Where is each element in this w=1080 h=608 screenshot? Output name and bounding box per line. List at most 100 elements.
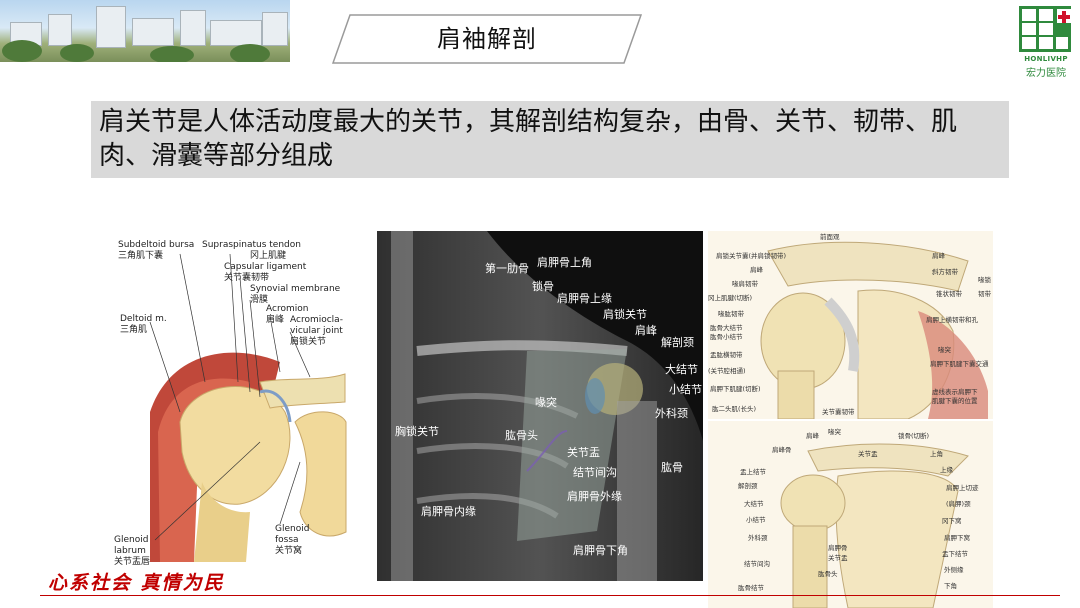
rb-label-scapula: 肩胛骨: [828, 544, 848, 552]
label-glenoid-fossa-en1: Glenoid: [275, 524, 310, 534]
figure-scapula-humerus: 喙突 肩峰 锁骨(切断) 肩峰骨 上角 关节盂 上缘 盂上结节 肩胛上切迹 解剖…: [708, 421, 993, 608]
rt-label-coracoacromial: 喙肩韧带: [732, 280, 758, 288]
rb-label-intertubercular: 结节间沟: [744, 560, 770, 568]
intro-box: 肩关节是人体活动度最大的关节，其解剖结构复杂，由骨、关节、韧带、肌肉、滑囊等部分…: [91, 101, 1009, 178]
cross-icon: [1057, 9, 1071, 23]
xray-label-glenoid: 关节盂: [567, 446, 600, 459]
xray-label-superior-border: 肩胛骨上缘: [557, 292, 612, 305]
xray-label-1st-rib: 第一肋骨: [485, 262, 529, 275]
xray-label-medial-border: 肩胛骨内缘: [421, 505, 476, 518]
label-glenoid-labrum-en1: Glenoid: [114, 535, 149, 545]
rb-label-inferior-angle: 下角: [944, 582, 957, 590]
rb-label-suprascapular-notch: 肩胛上切迹: [946, 484, 979, 492]
rt-label-ac-capsule: 肩锁关节囊(并肩锁韧带): [716, 252, 787, 260]
xray-label-superior-angle: 肩胛骨上角: [537, 256, 592, 269]
rt-label-transverse-humeral: 盂肱横韧带: [710, 351, 743, 359]
hospital-logo: HONLIVHP 宏力医院: [1019, 6, 1073, 79]
rb-label-clavicle-cut: 锁骨(切断): [898, 432, 930, 440]
logo-english: HONLIVHP: [1024, 55, 1068, 63]
intro-text: 肩关节是人体活动度最大的关节，其解剖结构复杂，由骨、关节、韧带、肌肉、滑囊等部分…: [99, 107, 958, 171]
label-capsular-ligament-cn: 关节囊韧带: [224, 273, 270, 283]
footer-divider: [40, 595, 1060, 596]
label-supraspinatus-cn: 冈上肌腱: [250, 251, 287, 261]
rt-label-coracoclavicular-2: 韧带: [978, 290, 991, 298]
label-acromioclavicular-en1: Acromiocla-: [290, 315, 343, 325]
rb-label-surgical-neck: 外科颈: [748, 534, 768, 542]
rt-label-coracohumeral: 喙肱韧带: [718, 310, 744, 318]
label-deltoid-en: Deltoid m.: [120, 314, 167, 324]
xray-label-coracoid: 喙突: [535, 396, 557, 409]
footer-slogan: 心系社会 真情为民: [48, 572, 225, 594]
rt-label-acromion-right: 肩峰: [932, 252, 945, 260]
label-deltoid-cn: 三角肌: [120, 325, 148, 335]
xray-label-sc-joint: 胸锁关节: [395, 425, 439, 438]
xray-label-anatomical-neck: 解剖颈: [661, 336, 694, 349]
figure-joint-section: Subdeltoid bursa 三角肌下囊 Supraspinatus ten…: [110, 232, 348, 590]
rb-label-acromion-bone: 肩峰骨: [772, 446, 792, 454]
xray-label-greater-tubercle: 大结节: [665, 363, 698, 376]
xray-label-acromion: 肩峰: [635, 324, 657, 337]
rt-label-trapezoid: 斜方韧带: [932, 268, 958, 276]
rt-label-subscapular-bursa: 肩胛下肌腱下囊交通: [930, 360, 989, 368]
label-acromion-cn: 肩峰: [266, 315, 285, 325]
rt-label-subscapularis-cut: 肩胛下肌腱(切断): [710, 385, 761, 393]
label-glenoid-labrum-en2: labrum: [114, 546, 146, 556]
rt-label-biceps-long: 肱二头肌(长头): [712, 405, 757, 413]
rb-label-superior-angle: 上角: [930, 450, 943, 458]
label-supraspinatus-en: Supraspinatus tendon: [202, 240, 301, 250]
rt-label-joint-cavity: (关节腔相通): [708, 367, 746, 375]
xray-label-surgical-neck: 外科颈: [655, 407, 688, 420]
xray-label-inferior-angle: 肩胛骨下角: [573, 544, 628, 557]
rb-label-humeral-tubercle: 肱骨结节: [738, 584, 764, 592]
figure-anterior-ligaments: 前面观 肩锁关节囊(并肩锁韧带) 肩峰 喙肩韧带 冈上肌腱(切断) 喙肱韧带 肱…: [708, 231, 993, 419]
xray-label-lesser-tubercle: 小结节: [669, 383, 702, 396]
rt-label-anterior-view: 前面观: [820, 233, 840, 241]
rt-label-conoid: 锥状韧带: [936, 290, 962, 298]
rt-label-dashed-note-1: 虚线表示肩胛下: [932, 388, 978, 396]
rb-label-acromion: 肩峰: [806, 432, 819, 440]
logo-chinese: 宏力医院: [1026, 68, 1066, 79]
rb-label-humeral-head: 肱骨头: [818, 570, 838, 578]
rb-label-infraspinous: 冈下窝: [942, 517, 962, 525]
rb-label-scapular-neck: (肩胛)颈: [946, 500, 971, 508]
xray-label-humerus: 肱骨: [661, 461, 683, 474]
rb-label-anatomical-neck: 解剖颈: [738, 482, 758, 490]
label-synovial-en: Synovial membrane: [250, 284, 341, 294]
xray-label-lateral-border: 肩胛骨外缘: [567, 490, 622, 503]
rt-label-dashed-note-2: 肌腱下囊的位置: [932, 397, 978, 405]
header-campus-photo: [0, 0, 290, 62]
label-capsular-ligament-en: Capsular ligament: [224, 262, 307, 272]
rt-label-coracoid: 喙突: [938, 346, 951, 354]
rt-label-capsular-ligament: 关节囊韧带: [822, 408, 855, 416]
rb-label-lesser-tubercle: 小结节: [746, 516, 766, 524]
rt-label-greater-tubercle: 肱骨大结节: [710, 324, 743, 332]
page-title: 肩袖解剖: [437, 25, 537, 53]
rt-label-lesser-tubercle: 肱骨小结节: [710, 333, 743, 341]
rb-label-glenoid-1: 关节盂: [858, 450, 878, 458]
rt-label-acromion-left: 肩峰: [750, 266, 763, 274]
title-banner: 肩袖解剖: [332, 14, 642, 64]
figure-xray: 第一肋骨 肩胛骨上角 锁骨 肩胛骨上缘 肩锁关节 肩峰 解剖颈 大结节 小结节 …: [377, 231, 703, 581]
rb-label-infraglenoid: 盂下结节: [942, 550, 968, 558]
label-glenoid-labrum-cn: 关节盂唇: [114, 557, 151, 567]
label-synovial-cn: 滑膜: [250, 295, 269, 305]
xray-label-humeral-head: 肱骨头: [505, 429, 538, 442]
rb-label-supraglenoid: 盂上结节: [740, 468, 766, 476]
rb-label-superior-border: 上缘: [940, 466, 953, 474]
label-acromioclavicular-cn: 肩锁关节: [290, 337, 327, 347]
rb-label-subscapular-fossa: 肩胛下窝: [944, 534, 970, 542]
xray-label-clavicle: 锁骨: [532, 280, 554, 293]
rb-label-lateral-border: 外侧缘: [944, 566, 964, 574]
xray-label-ac-joint: 肩锁关节: [603, 308, 647, 321]
label-subdeltoid-bursa-cn: 三角肌下囊: [118, 251, 164, 261]
rt-label-coracoclavicular-1: 喙锁: [978, 276, 991, 284]
rb-label-glenoid-2: 关节盂: [828, 554, 848, 562]
rb-label-greater-tubercle: 大结节: [744, 500, 764, 508]
rt-label-supraspinatus-cut: 冈上肌腱(切断): [708, 294, 753, 302]
rb-label-coracoid: 喙突: [828, 428, 841, 436]
rt-label-suprascapular: 肩胛上横韧带和孔: [926, 316, 978, 324]
label-acromioclavicular-en2: vicular joint: [290, 326, 343, 336]
label-glenoid-fossa-cn: 关节窝: [275, 546, 303, 556]
label-glenoid-fossa-en2: fossa: [275, 535, 299, 545]
label-acromion-en: Acromion: [266, 304, 309, 314]
